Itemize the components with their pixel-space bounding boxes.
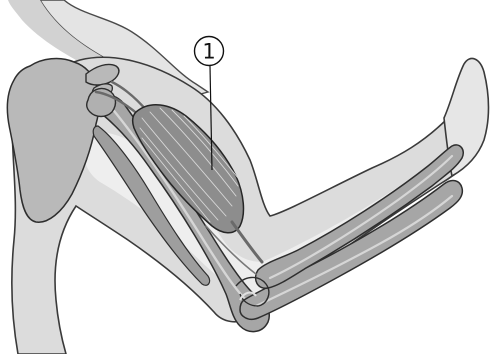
callout-1-label: 1 xyxy=(202,40,215,64)
